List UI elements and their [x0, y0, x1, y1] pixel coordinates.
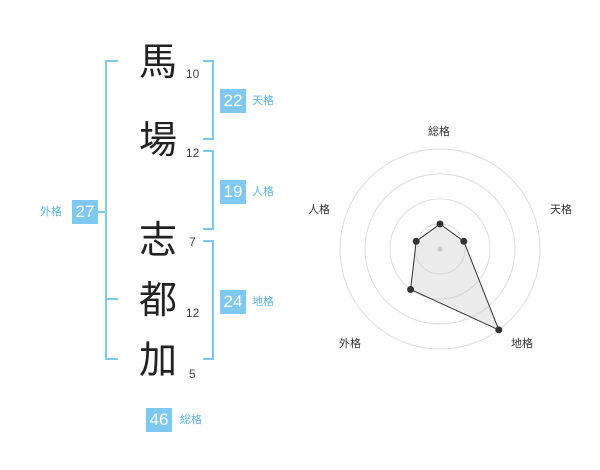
soukaku-value: 46	[146, 408, 172, 432]
jinkaku-bracket	[203, 150, 214, 230]
stroke-count-1: 10	[186, 67, 200, 81]
chikaku-label: 地格	[252, 295, 274, 308]
radar-point-1	[436, 220, 444, 228]
jinkaku-label: 人格	[252, 185, 274, 198]
radar-point-4	[407, 286, 415, 293]
stroke-count-2: 12	[186, 146, 200, 160]
radar-axis-label-tenkaku: 天格	[550, 203, 572, 216]
tenkaku-value: 22	[220, 89, 246, 113]
soukaku-label: 総格	[180, 413, 202, 426]
stroke-count-3: 7	[189, 235, 196, 249]
chikaku-value: 24	[220, 290, 246, 314]
name-char-1: 馬	[138, 40, 177, 84]
radar-axis-label-jinkaku: 人格	[308, 203, 330, 216]
tenkaku-bracket	[203, 60, 214, 140]
radar-point-5	[412, 237, 420, 245]
radar-ring-3	[364, 173, 516, 325]
radar-axis-label-chikaku: 地格	[511, 337, 533, 350]
radar-axis-label-soukaku: 総格	[428, 125, 450, 138]
gaikaku-value: 27	[72, 200, 98, 224]
chikaku-bracket	[203, 240, 214, 360]
radar-value-polygon	[410, 223, 500, 331]
radar-axis-label-gaikaku: 外格	[339, 337, 361, 350]
name-char-3: 志	[138, 218, 177, 262]
name-char-5: 加	[138, 338, 177, 382]
radar-ring-4	[339, 148, 541, 350]
radar-center-dot	[437, 246, 443, 252]
radar-point-3	[495, 326, 503, 334]
gaikaku-label: 外格	[40, 205, 62, 218]
name-char-4: 都	[138, 278, 177, 322]
stroke-count-4: 12	[186, 306, 200, 320]
name-char-2: 場	[138, 118, 177, 162]
radar-ring-2	[389, 198, 491, 300]
stroke-count-5: 5	[189, 367, 196, 381]
jinkaku-value: 19	[220, 180, 246, 204]
tenkaku-label: 天格	[252, 94, 274, 107]
gaikaku-bracket	[105, 60, 118, 360]
radar-point-2	[460, 237, 468, 245]
